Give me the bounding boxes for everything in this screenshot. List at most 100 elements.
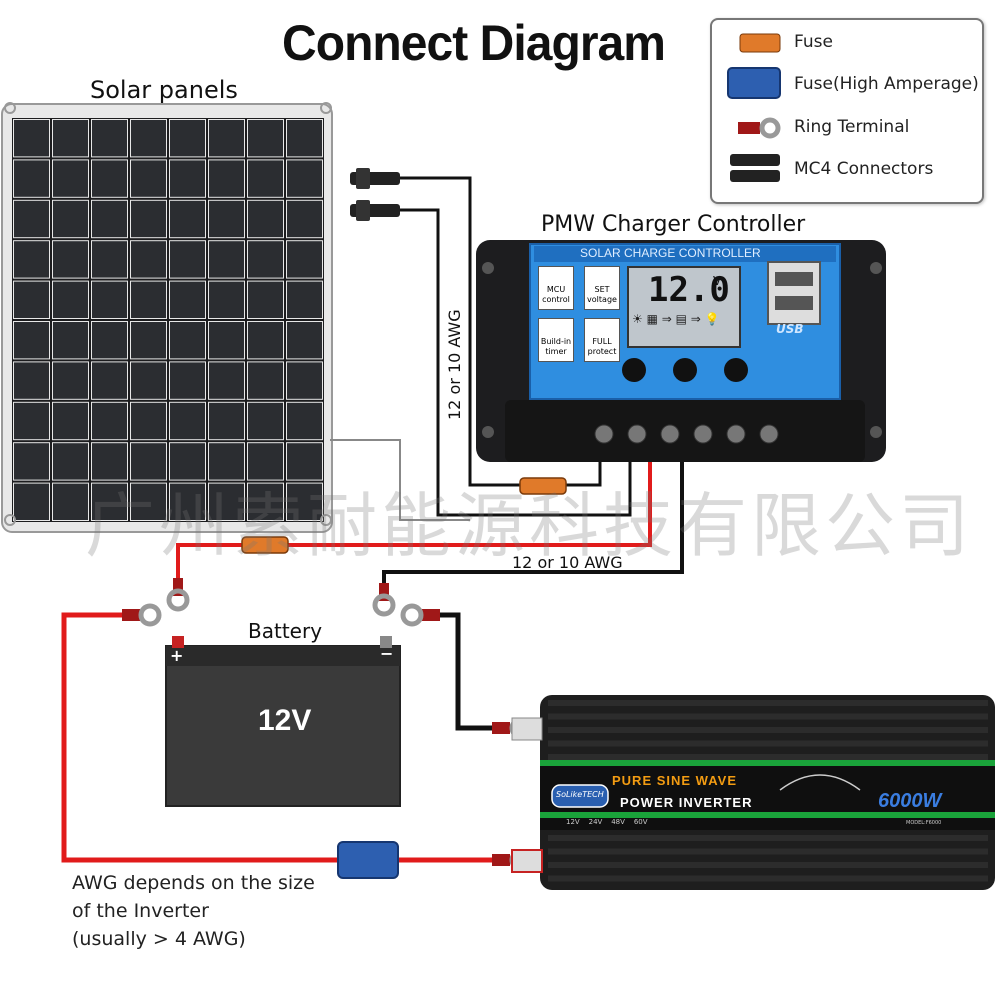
solar-cell <box>169 159 206 198</box>
inverter-model: MODEL:F6000 <box>906 820 942 826</box>
legend-icons <box>727 33 781 182</box>
solar-cell <box>286 361 323 400</box>
solar-cell <box>247 199 284 239</box>
legend-fuse-label: Fuse <box>794 32 833 52</box>
solar-cell <box>208 119 245 158</box>
ring-terminal-icon <box>738 117 781 139</box>
solar-cell <box>286 119 323 158</box>
solar-cell <box>13 159 50 198</box>
solar-cell <box>52 199 89 239</box>
inverter-rib <box>548 727 988 733</box>
watermark: 广州索耐能源科技有限公司 <box>85 485 973 567</box>
solar-cell <box>208 442 245 481</box>
solar-cell <box>91 199 128 239</box>
solar-cell <box>130 280 167 320</box>
set-voltage-badge: SET voltage <box>584 266 620 310</box>
solar-cell <box>208 280 245 320</box>
solar-cell <box>130 482 167 522</box>
solar-panel <box>1 102 333 533</box>
controller-label: PMW Charger Controller <box>541 212 806 237</box>
solar-cell <box>130 401 167 441</box>
inverter-rib <box>548 835 988 841</box>
solar-cell <box>247 401 284 441</box>
battery <box>165 636 401 807</box>
inverter-rib <box>548 713 988 720</box>
solar-cell <box>13 442 50 481</box>
solar-cell <box>286 280 323 320</box>
solar-cell <box>169 482 206 522</box>
solar-cell <box>91 442 128 481</box>
inverter-power: 6000W <box>878 790 942 812</box>
solar-cell <box>130 442 167 481</box>
solar-cell <box>169 119 206 158</box>
solar-cell <box>169 240 206 279</box>
note-line3: (usually > 4 AWG) <box>72 928 246 950</box>
solar-cell <box>286 482 323 522</box>
controller-terminal <box>759 424 779 444</box>
solar-cell <box>208 401 245 441</box>
controller-terminal <box>594 424 614 444</box>
solar-cell <box>91 401 128 441</box>
solar-cell <box>208 361 245 400</box>
solar-cell <box>52 482 89 522</box>
solar-cell <box>91 482 128 522</box>
solar-cell <box>247 321 284 360</box>
inverter-voltage-12: 12V <box>566 818 580 826</box>
solar-cell <box>169 442 206 481</box>
solar-cell <box>286 240 323 279</box>
controller-display-unit: V <box>713 274 722 288</box>
solar-cell <box>91 159 128 198</box>
high-amp-fuse <box>337 841 399 879</box>
solar-cell <box>247 442 284 481</box>
solar-cell <box>130 199 167 239</box>
solar-cell <box>52 159 89 198</box>
inverter-rib <box>548 848 988 855</box>
solar-cell <box>247 482 284 522</box>
solar-cell <box>286 442 323 481</box>
inverter-rib <box>548 700 988 706</box>
solar-cell <box>13 199 50 239</box>
awg-vertical-label: 12 or 10 AWG <box>445 309 464 420</box>
solar-cell <box>169 401 206 441</box>
solar-cell <box>52 401 89 441</box>
solar-cell <box>91 361 128 400</box>
solar-cell <box>169 199 206 239</box>
solar-cell <box>91 321 128 360</box>
awg-horizontal-label: 12 or 10 AWG <box>512 553 623 572</box>
ring-terminals <box>122 578 531 871</box>
inverter-voltages: 12V 24V 48V 60V <box>566 818 648 826</box>
solar-cell <box>247 280 284 320</box>
battery-plus: + <box>170 646 184 665</box>
solar-cell <box>208 321 245 360</box>
solar-cell <box>13 401 50 441</box>
solar-cell <box>91 119 128 158</box>
solar-cell <box>286 199 323 239</box>
solar-cell <box>208 159 245 198</box>
usb-label: USB <box>776 322 804 336</box>
inverter-line2: POWER INVERTER <box>620 795 753 810</box>
charge-controller <box>476 240 886 462</box>
solar-cell <box>208 199 245 239</box>
solar-cell <box>13 280 50 320</box>
inverter-voltage-24: 24V <box>588 818 603 826</box>
page-title: Connect Diagram <box>282 15 666 71</box>
mcu-line1: MCU <box>546 285 566 294</box>
solar-cell <box>52 442 89 481</box>
protect-line2: protect <box>587 347 617 356</box>
solar-cell <box>52 119 89 158</box>
legend-high-amp-fuse-label: Fuse(High Amperage) <box>794 74 979 94</box>
solar-cell <box>169 361 206 400</box>
note-line1: AWG depends on the size <box>72 872 315 894</box>
timer-line2: timer <box>545 347 567 356</box>
inverter-rib <box>548 862 988 868</box>
battery-label: Battery <box>248 619 323 643</box>
set-line2: voltage <box>587 295 617 304</box>
solar-cell <box>13 119 50 158</box>
mcu-control-badge: MCU control <box>538 266 574 310</box>
timer-line1: Build-in <box>540 337 572 346</box>
timer-badge: Build-in timer <box>538 318 574 362</box>
controller-terminal <box>693 424 713 444</box>
solar-cell <box>130 321 167 360</box>
solar-cell <box>208 240 245 279</box>
